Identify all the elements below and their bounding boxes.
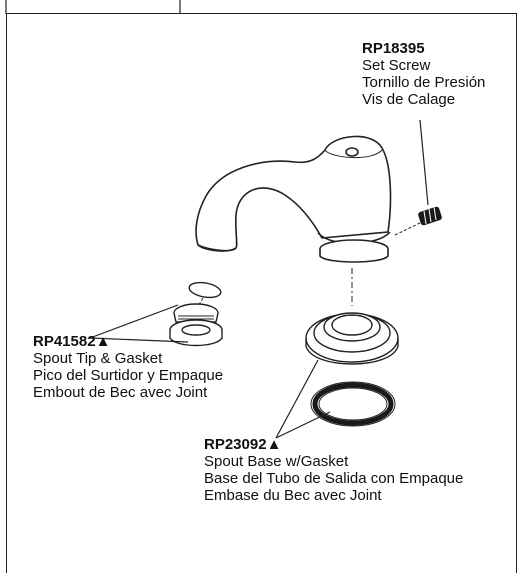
set-screw-leader	[419, 119, 429, 206]
base-gasket-icon	[310, 381, 396, 427]
description-fr: Embout de Bec avec Joint	[33, 384, 208, 401]
tip-gasket-icon	[188, 281, 222, 299]
top-edge-lines	[5, 0, 181, 14]
replacement-marker: ▲	[266, 436, 282, 453]
part-number: RP18395	[362, 40, 425, 57]
description-en: Set Screw	[362, 57, 431, 74]
part-number: RP41582	[33, 333, 96, 350]
base-leader-b	[275, 411, 331, 439]
description-fr: Embase du Bec avec Joint	[204, 487, 382, 504]
tip-axis	[196, 297, 204, 309]
page-top-edge	[0, 0, 519, 14]
spout-tip-callout: RP41582▲ Spout Tip & Gasket Pico del Sur…	[33, 333, 223, 401]
description-es: Tornillo de Presión	[362, 74, 486, 91]
set-screw-icon	[418, 206, 442, 226]
description-en: Spout Tip & Gasket	[33, 350, 163, 367]
tip-leader-b	[89, 337, 189, 343]
description-en: Spout Base w/Gasket	[204, 453, 349, 470]
tip-leader-a	[89, 304, 179, 339]
part-number-row: RP41582▲	[33, 333, 223, 350]
description-es: Base del Tubo de Salida con Empaque	[204, 470, 464, 487]
part-number-row: RP23092▲	[204, 436, 463, 453]
spout-base-icon	[305, 312, 399, 365]
part-number: RP23092	[204, 436, 267, 453]
set-screw-axis	[394, 221, 423, 236]
description-fr: Vis de Calage	[362, 91, 456, 108]
description-es: Pico del Surtidor y Empaque	[33, 367, 224, 384]
spout-icon	[195, 135, 392, 263]
replacement-marker: ▲	[95, 333, 111, 350]
base-leader-a	[275, 359, 319, 439]
spout-base-callout: RP23092▲ Spout Base w/Gasket Base del Tu…	[204, 436, 463, 504]
diagram-frame	[6, 13, 517, 573]
set-screw-callout: RP18395 Set Screw Tornillo de Presión Vi…	[362, 40, 485, 108]
